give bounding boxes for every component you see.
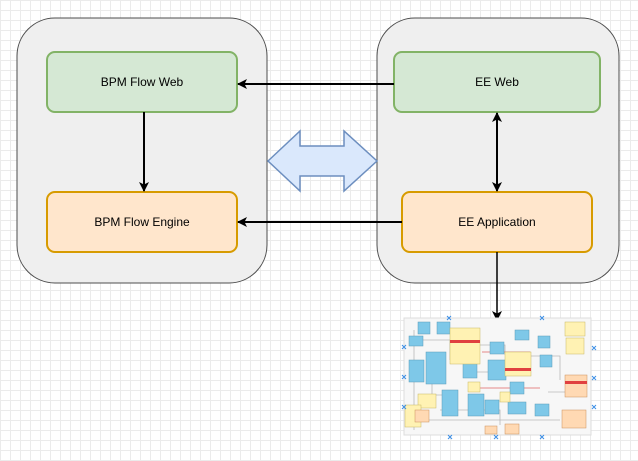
ee-web-box[interactable] [393, 51, 601, 113]
schema-tables-blue [408, 321, 553, 417]
database-schema-diagram-thumbnail[interactable] [401, 315, 597, 440]
bpm-flow-engine-box[interactable] [46, 191, 238, 253]
schema-red-headers [450, 340, 587, 384]
schema-selection-markers [401, 315, 597, 440]
schema-tables-orange [414, 374, 588, 435]
bpm-flow-web-box[interactable] [46, 51, 238, 113]
schema-tables-yellow [404, 321, 586, 428]
double-arrow-icon[interactable] [266, 129, 379, 193]
ee-application-box[interactable] [401, 191, 593, 253]
